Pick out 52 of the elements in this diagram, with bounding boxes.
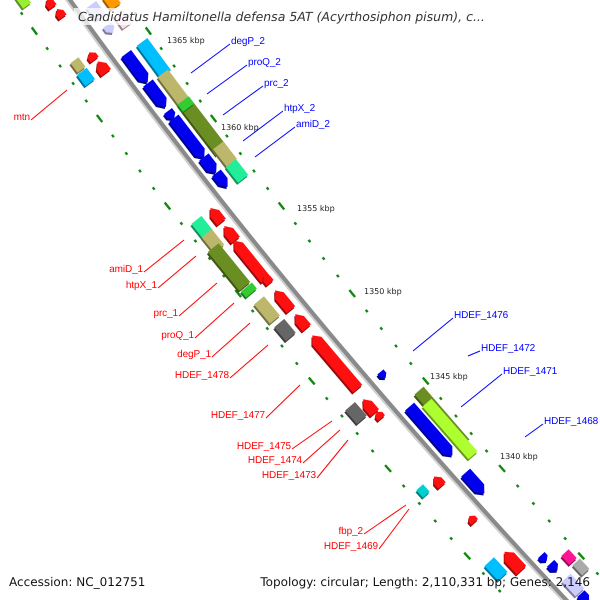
gene-label: HDEF_1473 <box>262 470 316 481</box>
leader-line <box>292 420 332 450</box>
gene-label: proQ_1 <box>161 330 194 341</box>
leader-line <box>412 318 454 352</box>
gene-label: htpX_1 <box>126 280 157 291</box>
leader-line <box>242 110 284 142</box>
gene-label: HDEF_1468 <box>544 416 598 427</box>
leader-line <box>468 350 480 356</box>
leader-line <box>206 64 248 94</box>
gene-label: amiD_1 <box>109 264 143 275</box>
leader-line <box>212 322 250 358</box>
gene-label: HDEF_1475 <box>236 441 291 452</box>
leader-line <box>524 424 544 438</box>
leader-line <box>158 256 196 288</box>
leader-line <box>30 90 68 120</box>
leader-line <box>230 344 268 378</box>
footer-text: Accession: NC_012751 <box>9 575 146 589</box>
gene-label: HDEF_1476 <box>454 310 508 321</box>
gene-label: HDEF_1474 <box>248 455 302 466</box>
scale-label: 1365 kbp <box>167 36 205 45</box>
gene-label: prc_1 <box>153 308 178 319</box>
gene-label: proQ_2 <box>248 57 281 68</box>
gene-label: HDEF_1472 <box>481 343 536 354</box>
leader-line <box>144 240 184 272</box>
leader-line <box>316 440 348 478</box>
leader-line <box>254 126 296 158</box>
scale-label: 1345 kbp <box>430 372 468 381</box>
leader-line <box>178 282 218 316</box>
scale-label: 1355 kbp <box>297 204 335 213</box>
leader-line <box>266 384 300 418</box>
leader-line <box>364 504 406 534</box>
gene-label: degP_2 <box>231 36 265 47</box>
scale-label: 1360 kbp <box>221 123 259 132</box>
scale-label: 1340 kbp <box>500 452 538 461</box>
gene-label: HDEF_1478 <box>174 370 229 381</box>
gene-label: HDEF_1477 <box>210 410 265 421</box>
gene-label: amiD_2 <box>296 119 330 130</box>
leader-line <box>194 302 234 338</box>
scale-label: 1350 kbp <box>364 287 402 296</box>
gene-label: mtn <box>14 112 30 123</box>
footer-text: Topology: circular; Length: 2,110,331 bp; Genes: 2,146 <box>260 575 590 589</box>
leader-line <box>378 508 410 550</box>
gene-label: htpX_2 <box>284 103 316 114</box>
leader-line <box>302 430 340 464</box>
gene-label: HDEF_1469 <box>324 541 378 552</box>
gene-label: prc_2 <box>264 78 289 89</box>
leader-line <box>222 86 264 116</box>
leader-line <box>460 374 502 408</box>
gene-label: fbp_2 <box>338 526 363 537</box>
gene-label: degP_1 <box>177 349 211 360</box>
leader-line <box>190 44 230 74</box>
gene-label: HDEF_1471 <box>503 366 558 377</box>
